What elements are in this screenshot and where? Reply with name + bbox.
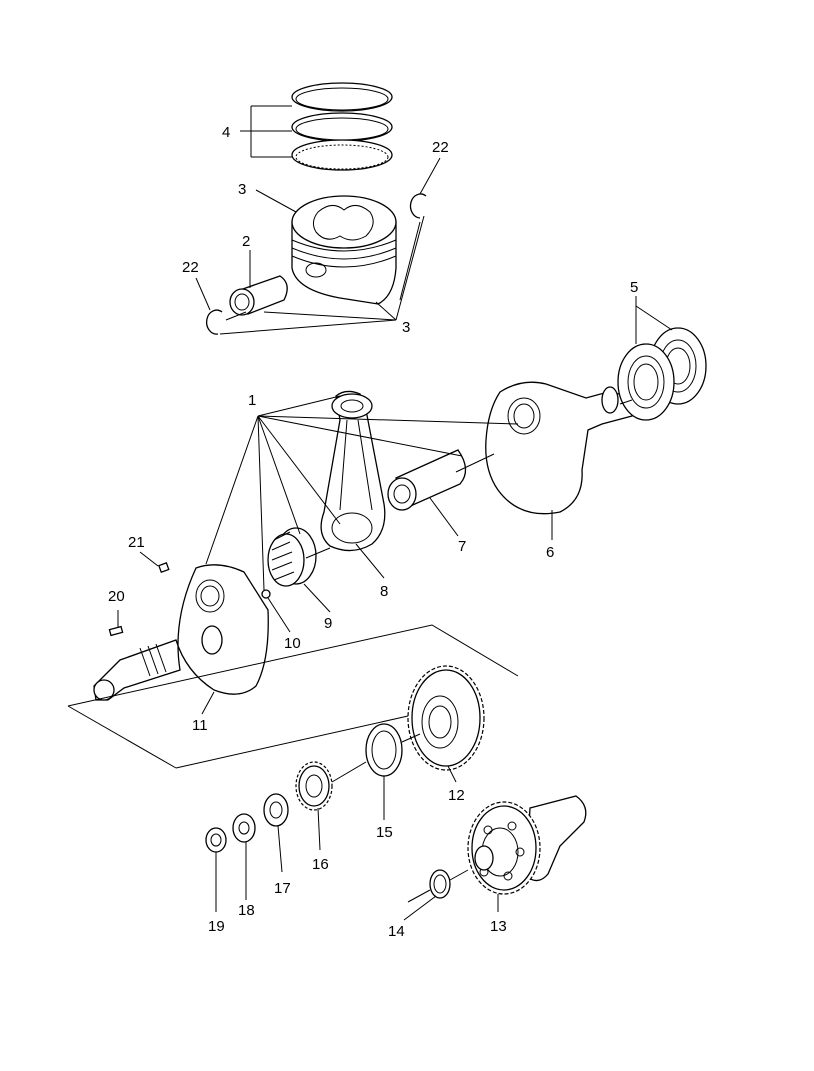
callout-5: 5 <box>630 279 638 296</box>
callout-2: 2 <box>242 233 250 250</box>
piston <box>291 195 397 305</box>
gear-16 <box>295 761 333 811</box>
thrust-washer-15 <box>365 723 403 777</box>
callout-18: 18 <box>238 902 255 919</box>
callout-8: 8 <box>380 583 388 600</box>
crankshaft-left <box>93 564 269 701</box>
pin-10 <box>261 589 271 599</box>
callout-9: 9 <box>324 615 332 632</box>
crank-pin <box>387 449 467 511</box>
crankshaft-right <box>485 381 633 515</box>
needle-bearing <box>267 527 317 587</box>
axis-lines <box>225 221 633 903</box>
callout-20: 20 <box>108 588 125 605</box>
callout-12: 12 <box>448 787 465 804</box>
callout-21: 21 <box>128 534 145 551</box>
primary-drive-gear <box>407 665 485 771</box>
callout-16: 16 <box>312 856 329 873</box>
connecting-rod <box>320 390 386 552</box>
callout-1: 1 <box>248 392 256 409</box>
circlip-left <box>205 309 223 335</box>
balancer-shaft <box>467 795 587 895</box>
callout-3b: 3 <box>402 319 410 336</box>
callout-22b: 22 <box>432 139 449 156</box>
callout-13: 13 <box>490 918 507 935</box>
callout-labels: 4 3 2 22 22 3 5 1 6 7 8 9 10 11 12 13 14… <box>108 124 638 940</box>
callout-4: 4 <box>222 124 230 141</box>
washer-14 <box>429 869 451 899</box>
ball-bearings <box>617 327 707 421</box>
callout-7: 7 <box>458 538 466 555</box>
callout-10: 10 <box>284 635 301 652</box>
circlip-right <box>409 193 427 219</box>
leader-lines <box>117 105 673 921</box>
woodruff-key-20 <box>108 625 124 637</box>
callout-22a: 22 <box>182 259 199 276</box>
key-21 <box>158 562 170 574</box>
callout-14: 14 <box>388 923 405 940</box>
piston-pin <box>229 275 288 316</box>
washer-18 <box>232 813 256 843</box>
nut-17 <box>263 793 289 827</box>
callout-19: 19 <box>208 918 225 935</box>
nut-19 <box>205 827 227 853</box>
callout-11: 11 <box>192 717 208 734</box>
piston-rings <box>291 82 393 171</box>
crank-assembly-outline <box>67 624 519 769</box>
callout-3a: 3 <box>238 181 246 198</box>
callout-17: 17 <box>274 880 291 897</box>
callout-15: 15 <box>376 824 393 841</box>
callout-6: 6 <box>546 544 554 561</box>
